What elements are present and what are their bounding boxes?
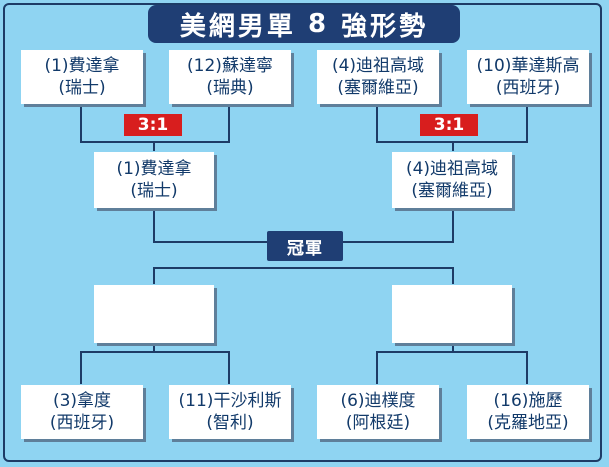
connector	[80, 141, 230, 143]
connector	[80, 105, 82, 143]
player-name: (4)迪祖高域	[405, 159, 499, 179]
match-score: 3:1	[420, 114, 478, 136]
player-country: (瑞士)	[58, 78, 106, 98]
player-name: (4)迪祖高域	[331, 56, 425, 76]
player-country: (西班牙)	[495, 78, 561, 98]
player-country: (塞爾維亞)	[337, 78, 419, 98]
connector	[526, 105, 528, 143]
bracket-title: 美網男單 8 強形勢	[148, 5, 460, 43]
player-country: (瑞典)	[206, 78, 254, 98]
player-box: (12)蘇達寧 (瑞典)	[169, 50, 291, 104]
title-stage: 強形勢	[341, 11, 429, 42]
connector	[452, 267, 454, 284]
player-box: (3)拿度 (西班牙)	[21, 385, 143, 439]
player-name: (6)迪樸度	[340, 391, 416, 411]
connector	[376, 105, 378, 143]
connector	[153, 210, 155, 242]
player-name: (16)施歷	[493, 391, 563, 411]
connector	[228, 351, 230, 384]
player-box: (6)迪樸度 (阿根廷)	[317, 385, 439, 439]
match-score: 3:1	[124, 114, 182, 136]
connector	[452, 210, 454, 242]
connector	[376, 351, 528, 353]
connector	[153, 241, 267, 243]
player-name: (1)費達拿	[116, 159, 192, 179]
player-country: (阿根廷)	[345, 413, 411, 433]
player-country: (瑞士)	[130, 181, 178, 201]
player-country: (塞爾維亞)	[411, 181, 493, 201]
connector	[153, 141, 155, 151]
player-box: (11)干沙利斯 (智利)	[169, 385, 291, 439]
player-box: (10)華達斯高 (西班牙)	[467, 50, 589, 104]
player-name: (12)蘇達寧	[187, 56, 273, 76]
connector	[343, 241, 454, 243]
empty-slot	[392, 285, 512, 343]
semifinal-box: (1)費達拿 (瑞士)	[94, 152, 214, 208]
connector	[526, 351, 528, 384]
connector	[153, 267, 453, 269]
connector	[80, 351, 230, 353]
player-name: (3)拿度	[52, 391, 112, 411]
player-name: (11)干沙利斯	[178, 391, 282, 411]
connector	[452, 344, 454, 352]
title-count: 8	[307, 9, 330, 39]
player-name: (1)費達拿	[44, 56, 120, 76]
empty-slot	[94, 285, 214, 343]
player-country: (西班牙)	[49, 413, 115, 433]
player-box: (4)迪祖高域 (塞爾維亞)	[317, 50, 439, 104]
player-name: (10)華達斯高	[476, 56, 580, 76]
connector	[153, 344, 155, 352]
connector	[228, 105, 230, 143]
connector	[452, 141, 454, 151]
title-event: 美網男單	[179, 11, 296, 42]
connector	[153, 267, 155, 284]
player-box: (1)費達拿 (瑞士)	[21, 50, 143, 104]
champion-label: 冠軍	[267, 231, 343, 261]
connector	[80, 351, 82, 384]
connector	[376, 351, 378, 384]
player-country: (智利)	[206, 413, 254, 433]
semifinal-box: (4)迪祖高域 (塞爾維亞)	[392, 152, 512, 208]
player-box: (16)施歷 (克羅地亞)	[467, 385, 589, 439]
player-country: (克羅地亞)	[487, 413, 569, 433]
outer-frame	[3, 3, 602, 462]
